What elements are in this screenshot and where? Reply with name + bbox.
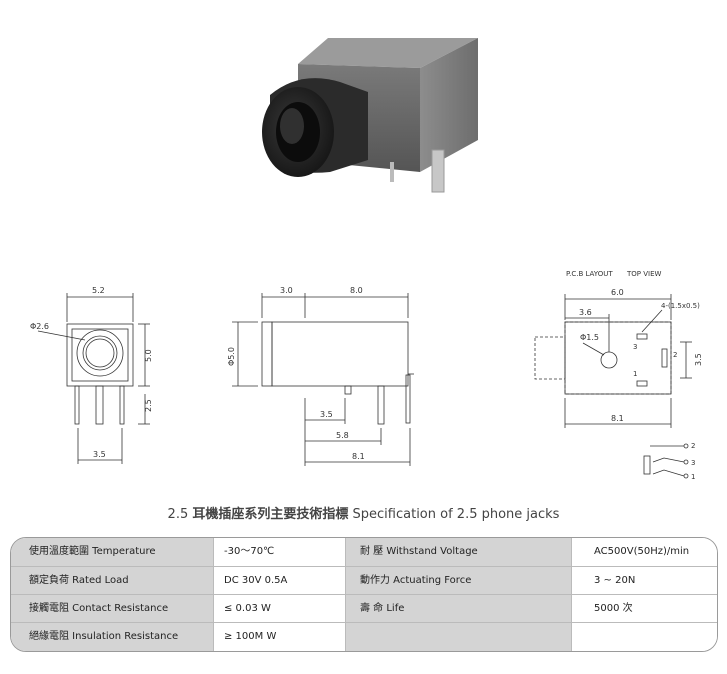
table-row: 絕緣電阻 Insulation Resistance ≥ 100M W [11,622,717,651]
top-width: 6.0 [611,288,624,297]
spec-value: DC 30V 0.5A [213,567,345,595]
spec-value: ≥ 100M W [213,623,345,651]
spec-label: 耐 壓 Withstand Voltage [345,538,571,566]
spec-value: AC500V(50Hz)/min [571,538,717,566]
top-pin1: 1 [633,370,637,378]
spec-title: 2.5 耳機插座系列主要技術指標 Specification of 2.5 ph… [0,503,727,522]
spec-value [571,623,717,651]
top-height: 3.5 [694,353,703,366]
schem-p1: 1 [691,473,695,481]
spec-label: 額定負荷 Rated Load [11,567,213,595]
top-a: 3.6 [579,308,592,317]
side-b: 8.0 [350,286,363,295]
side-a: 3.0 [280,286,293,295]
title-en: Specification of 2.5 phone jacks [352,507,560,522]
title-prefix: 2.5 [167,507,189,522]
side-e: 8.1 [352,452,365,461]
spec-label: 動作力 Actuating Force [345,567,571,595]
spec-value: ≤ 0.03 W [213,595,345,623]
spec-label: 接觸電阻 Contact Resistance [11,595,213,623]
schem-p2: 2 [691,442,695,450]
top-hole: Φ1.5 [580,333,599,342]
front-width: 5.2 [92,286,105,295]
spec-value: 3 ~ 20N [571,567,717,595]
top-length: 8.1 [611,414,624,423]
side-d: 5.8 [336,431,349,440]
front-pitch: 3.5 [93,450,106,459]
table-row: 接觸電阻 Contact Resistance ≤ 0.03 W 壽 命 Lif… [11,594,717,623]
side-c: 3.5 [320,410,333,419]
spec-value: 5000 次 [571,595,717,623]
spec-table: 使用溫度範圍 Temperature -30～70℃ 耐 壓 Withstand… [10,537,718,652]
side-dia: Φ5.0 [227,347,236,366]
title-cn: 耳機插座系列主要技術指標 [192,507,349,522]
table-row: 使用溫度範圍 Temperature -30～70℃ 耐 壓 Withstand… [11,538,717,566]
front-hole: Φ2.6 [30,322,49,331]
table-row: 額定負荷 Rated Load DC 30V 0.5A 動作力 Actuatin… [11,566,717,595]
spec-label: 使用溫度範圍 Temperature [11,538,213,566]
top-pin2: 2 [673,351,677,359]
pcb-layout-label: P.C.B LAYOUT [566,270,613,278]
top-view-label: TOP VIEW [626,270,662,278]
spec-label [345,623,571,651]
top-pads: 4-(1.5x0.5) [661,302,700,310]
spec-label: 絕緣電阻 Insulation Resistance [11,623,213,651]
front-pin: 2.5 [144,399,153,412]
top-pin3: 3 [633,343,637,351]
schem-p3: 3 [691,459,695,467]
front-height: 5.0 [144,349,153,362]
spec-label: 壽 命 Life [345,595,571,623]
spec-value: -30～70℃ [213,538,345,566]
